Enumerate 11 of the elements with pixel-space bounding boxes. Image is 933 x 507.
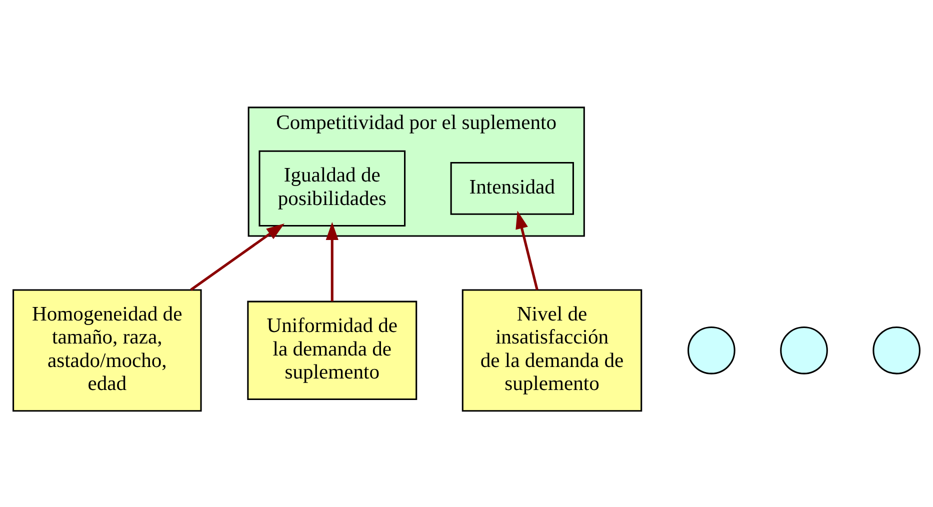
node-box: Uniformidad de la demanda de suplemento xyxy=(247,300,418,400)
arrow xyxy=(326,221,338,301)
node-box: Nivel de insatisfacción de la demanda de suplemento xyxy=(462,288,642,412)
node-box: Igualdad de posibilidades xyxy=(258,150,406,226)
node-circle xyxy=(872,326,920,374)
node-box: Homogeneidad de tamaño, raza, astado/mocho, edad xyxy=(12,288,202,412)
node-circle xyxy=(688,326,736,374)
arrow xyxy=(516,210,538,290)
node-circle xyxy=(780,326,828,374)
node-box: Intensidad xyxy=(450,161,574,214)
arrow xyxy=(190,223,284,290)
